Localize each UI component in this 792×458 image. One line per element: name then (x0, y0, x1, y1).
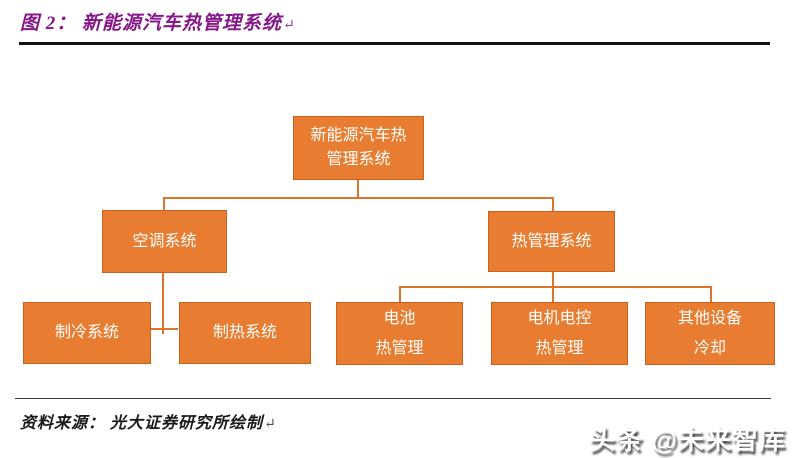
connector-root-stub (357, 180, 359, 199)
connector-thermal-horizontal (399, 286, 712, 288)
node-cooling-label: 制冷系统 (54, 324, 119, 341)
node-battery-line2: 热管理 (375, 339, 424, 357)
node-heating-system: 制热系统 (179, 302, 311, 364)
node-ac-label: 空调系统 (132, 232, 197, 250)
node-motor-line2: 热管理 (535, 339, 584, 357)
node-cooling-system: 制冷系统 (23, 302, 151, 364)
footer-divider-line (15, 398, 771, 399)
figure-title: 图 2： 新能源汽车热管理系统↵ (20, 8, 296, 35)
figure-title-text: 图 2： 新能源汽车热管理系统 (20, 13, 283, 34)
node-other-line1: 其他设备 (677, 309, 742, 327)
node-root-nev-thermal-system: 新能源汽车热 管理系统 (293, 116, 424, 180)
node-ac-system: 空调系统 (102, 210, 227, 273)
connector-drop-other (710, 286, 712, 303)
connector-drop-motor (552, 286, 554, 303)
connector-thermal-vertical (552, 272, 554, 288)
node-heating-label: 制热系统 (212, 324, 277, 341)
node-other-cooling: 其他设备 冷却 (645, 302, 775, 365)
connector-drop-battery (399, 286, 401, 303)
node-thermal-system: 热管理系统 (488, 211, 615, 272)
node-battery-line1: 电池 (383, 309, 416, 327)
node-root-line2: 管理系统 (326, 151, 391, 168)
connector-level1-horizontal (163, 197, 554, 199)
source-text: 资料来源： 光大证券研究所绘制 (20, 415, 264, 432)
node-motor-line1: 电机电控 (527, 309, 592, 327)
connector-ac-horizontal (150, 328, 178, 330)
source-note: 资料来源： 光大证券研究所绘制↵ (20, 409, 277, 433)
node-thermal-label: 热管理系统 (511, 232, 592, 250)
connector-ac-vertical (162, 273, 164, 334)
node-other-line2: 冷却 (693, 339, 726, 357)
node-battery-thermal: 电池 热管理 (336, 302, 463, 365)
title-divider-line (19, 42, 770, 45)
connector-drop-thermal-system (552, 197, 554, 212)
return-mark-icon: ↵ (283, 18, 296, 33)
watermark-text: 头条 @未来智库 (589, 425, 786, 455)
node-root-line1: 新能源汽车热 (310, 127, 407, 144)
connector-drop-ac-system (163, 197, 165, 211)
node-motor-thermal: 电机电控 热管理 (491, 302, 628, 365)
return-mark-icon: ↵ (264, 417, 277, 432)
